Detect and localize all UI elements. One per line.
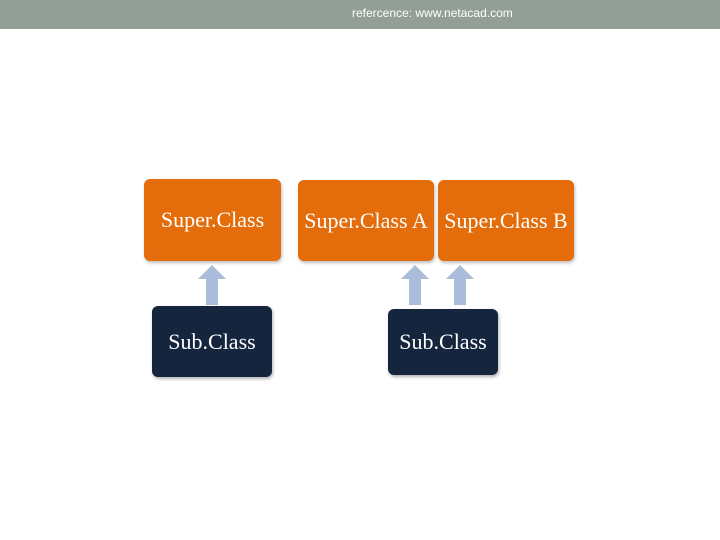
reference-text: refercence: www.netacad.com: [352, 6, 513, 20]
inheritance-arrow-left: [198, 265, 226, 305]
subclass-label: Sub.Class: [168, 328, 256, 354]
superclass-a-label: Super.Class A: [304, 207, 428, 233]
superclass-b-box: Super.Class B: [438, 180, 574, 261]
superclass-b-label: Super.Class B: [444, 207, 568, 233]
subclass-box: Sub.Class: [152, 306, 272, 377]
inheritance-arrow-a: [401, 265, 429, 305]
superclass-label: Super.Class: [160, 207, 265, 232]
superclass-a-box: Super.Class A: [298, 180, 434, 261]
superclass-box: Super.Class: [144, 179, 281, 261]
header-bar: refercence: www.netacad.com: [0, 0, 720, 29]
multi-subclass-label: Sub.Class: [399, 329, 487, 354]
inheritance-arrow-b: [446, 265, 474, 305]
multi-subclass-box: Sub.Class: [388, 309, 498, 375]
